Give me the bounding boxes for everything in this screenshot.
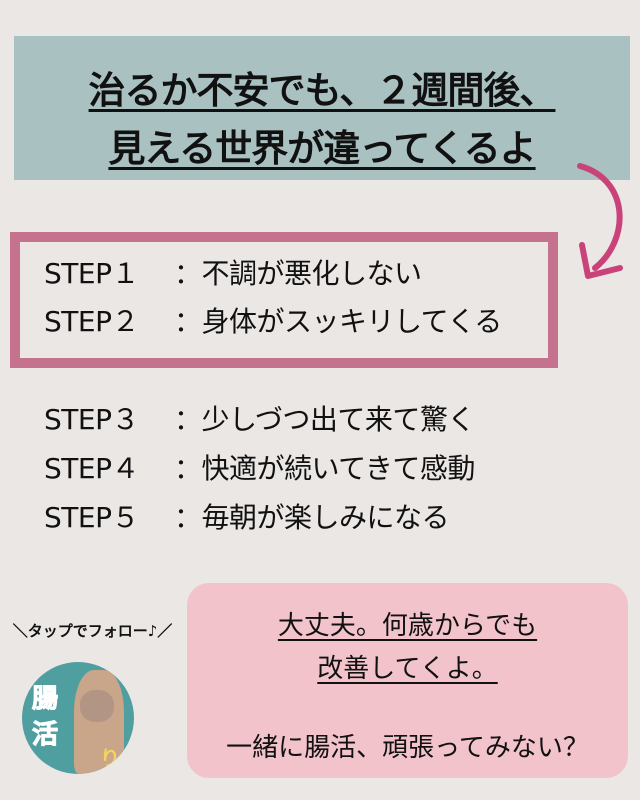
step-label: STEP１ xyxy=(44,257,139,290)
headline-banner: 治るか不安でも、２週間後、 見える世界が違ってくるよ xyxy=(14,36,630,180)
step-2: STEP２ ：身体がスッキリしてくる xyxy=(44,300,502,340)
step-label: STEP５ xyxy=(44,501,139,534)
step-text: ：毎朝が楽しみになる xyxy=(174,501,450,534)
curved-arrow-icon xyxy=(577,163,623,279)
step-4: STEP４ ：快適が続いてきて感動 xyxy=(44,447,475,487)
message-line-2: 改善してくよ。 xyxy=(317,654,498,684)
message-bubble: 大丈夫。何歳からでも 改善してくよ。 一緒に腸活、頑張ってみない？ xyxy=(187,583,628,778)
message-line-1: 大丈夫。何歳からでも xyxy=(277,611,538,641)
step-3: STEP３ ：少しづつ出て来て驚く xyxy=(44,398,475,438)
avatar-text: 腸 xyxy=(31,684,59,715)
step-5: STEP５ ：毎朝が楽しみになる xyxy=(44,496,450,536)
step-text: ：少しづつ出て来て驚く xyxy=(174,403,475,436)
step-label: STEP４ xyxy=(44,452,139,485)
highlight-frame xyxy=(10,232,558,368)
step-1: STEP１ ：不調が悪化しない xyxy=(44,252,422,292)
step-label: STEP３ xyxy=(44,403,139,436)
follow-cta[interactable]: ＼タップでフォロー♪／ xyxy=(12,622,173,640)
headline-line-1: 治るか不安でも、２週間後、 xyxy=(88,69,557,112)
step-text: ：不調が悪化しない xyxy=(174,257,422,290)
headline-line-2: 見える世界が違ってくるよ xyxy=(108,127,536,170)
avatar[interactable]: 腸 活 りす xyxy=(22,662,134,774)
avatar-hair xyxy=(74,670,124,774)
step-text: ：身体がスッキリしてくる xyxy=(174,305,502,338)
avatar-name: りす xyxy=(100,746,120,770)
step-label: STEP２ xyxy=(44,305,139,338)
message-line-3: 一緒に腸活、頑張ってみない？ xyxy=(226,733,589,763)
bear-face-icon xyxy=(80,690,114,722)
step-text: ：快適が続いてきて感動 xyxy=(174,452,475,485)
avatar-text: 活 xyxy=(31,720,59,751)
